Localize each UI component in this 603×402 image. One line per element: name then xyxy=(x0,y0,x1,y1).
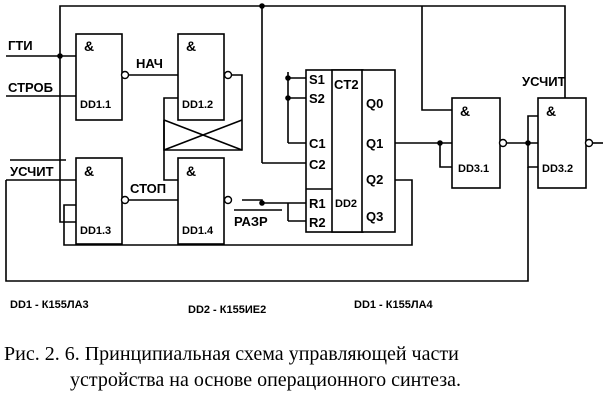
counter-type: CT2 xyxy=(334,77,359,92)
gate-dd1-1-symbol: & xyxy=(84,38,94,54)
signal-labels: ГТИ СТРОБ УСЧИТ НАЧ СТОП РАЗР УСЧИТ xyxy=(8,38,566,229)
signal-strob: СТРОБ xyxy=(8,80,53,95)
signal-usch-out: УСЧИТ xyxy=(522,74,566,89)
chip-note-dd1-la4: DD1 - К155ЛА4 xyxy=(354,299,434,311)
gate-dd1-2-symbol: & xyxy=(186,38,196,54)
counter-pin-s1: S1 xyxy=(309,72,325,87)
caption-line-2: устройства на основе операционного синте… xyxy=(70,369,461,391)
junctions xyxy=(57,3,531,206)
chip-notes: DD1 - К155ЛА3 DD2 - К155ИЕ2 DD1 - К155ЛА… xyxy=(10,299,434,316)
gate-dd3-2: & DD3.2 xyxy=(537,97,594,189)
signal-stop: СТОП xyxy=(130,181,166,196)
counter-pin-c2: C2 xyxy=(309,157,326,172)
chip-note-dd2: DD2 - К155ИЕ2 xyxy=(188,304,266,316)
counter-name: DD2 xyxy=(335,198,357,210)
signal-nach: НАЧ xyxy=(136,56,163,71)
counter-pin-q3: Q3 xyxy=(366,209,383,224)
signal-usch-in: УСЧИТ xyxy=(10,164,54,179)
signal-gti: ГТИ xyxy=(8,38,33,53)
counter-pin-s2: S2 xyxy=(309,91,325,106)
chip-note-dd1-la3: DD1 - К155ЛА3 xyxy=(10,299,89,311)
counter-pin-q1: Q1 xyxy=(366,136,383,151)
gate-dd1-3-symbol: & xyxy=(84,163,94,179)
counter-pin-q0: Q0 xyxy=(366,96,383,111)
counter-pin-r1: R1 xyxy=(309,196,326,211)
gate-dd1-2: & DD1.2 xyxy=(177,33,233,121)
counter-pin-c1: C1 xyxy=(309,136,326,151)
counter-dd2: S1 S2 C1 C2 R1 R2 CT2 DD2 Q0 Q1 Q2 Q3 xyxy=(305,69,396,233)
gate-dd1-4-label: DD1.4 xyxy=(182,225,214,237)
gate-dd3-2-symbol: & xyxy=(546,103,556,119)
gate-dd3-1-symbol: & xyxy=(460,103,470,119)
gate-dd3-2-label: DD3.2 xyxy=(542,163,573,175)
caption-line-1: Рис. 2. 6. Принципиальная схема управляю… xyxy=(4,343,459,365)
gate-dd1-4-symbol: & xyxy=(186,163,196,179)
signal-razr: РАЗР xyxy=(234,214,268,229)
gate-dd1-2-label: DD1.2 xyxy=(182,99,213,111)
figure-caption: Рис. 2. 6. Принципиальная схема управляю… xyxy=(4,343,461,391)
gate-dd1-4: & DD1.4 xyxy=(177,157,233,245)
counter-pin-r2: R2 xyxy=(309,215,326,230)
gate-dd1-3-label: DD1.3 xyxy=(80,225,111,237)
gate-dd3-1-label: DD3.1 xyxy=(458,163,489,175)
gate-dd1-1: & DD1.1 xyxy=(75,33,130,121)
wires xyxy=(5,5,603,282)
counter-pin-q2: Q2 xyxy=(366,172,383,187)
gate-dd3-1: & DD3.1 xyxy=(451,97,508,189)
gate-dd1-3: & DD1.3 xyxy=(75,157,130,245)
gate-dd1-1-label: DD1.1 xyxy=(80,99,111,111)
